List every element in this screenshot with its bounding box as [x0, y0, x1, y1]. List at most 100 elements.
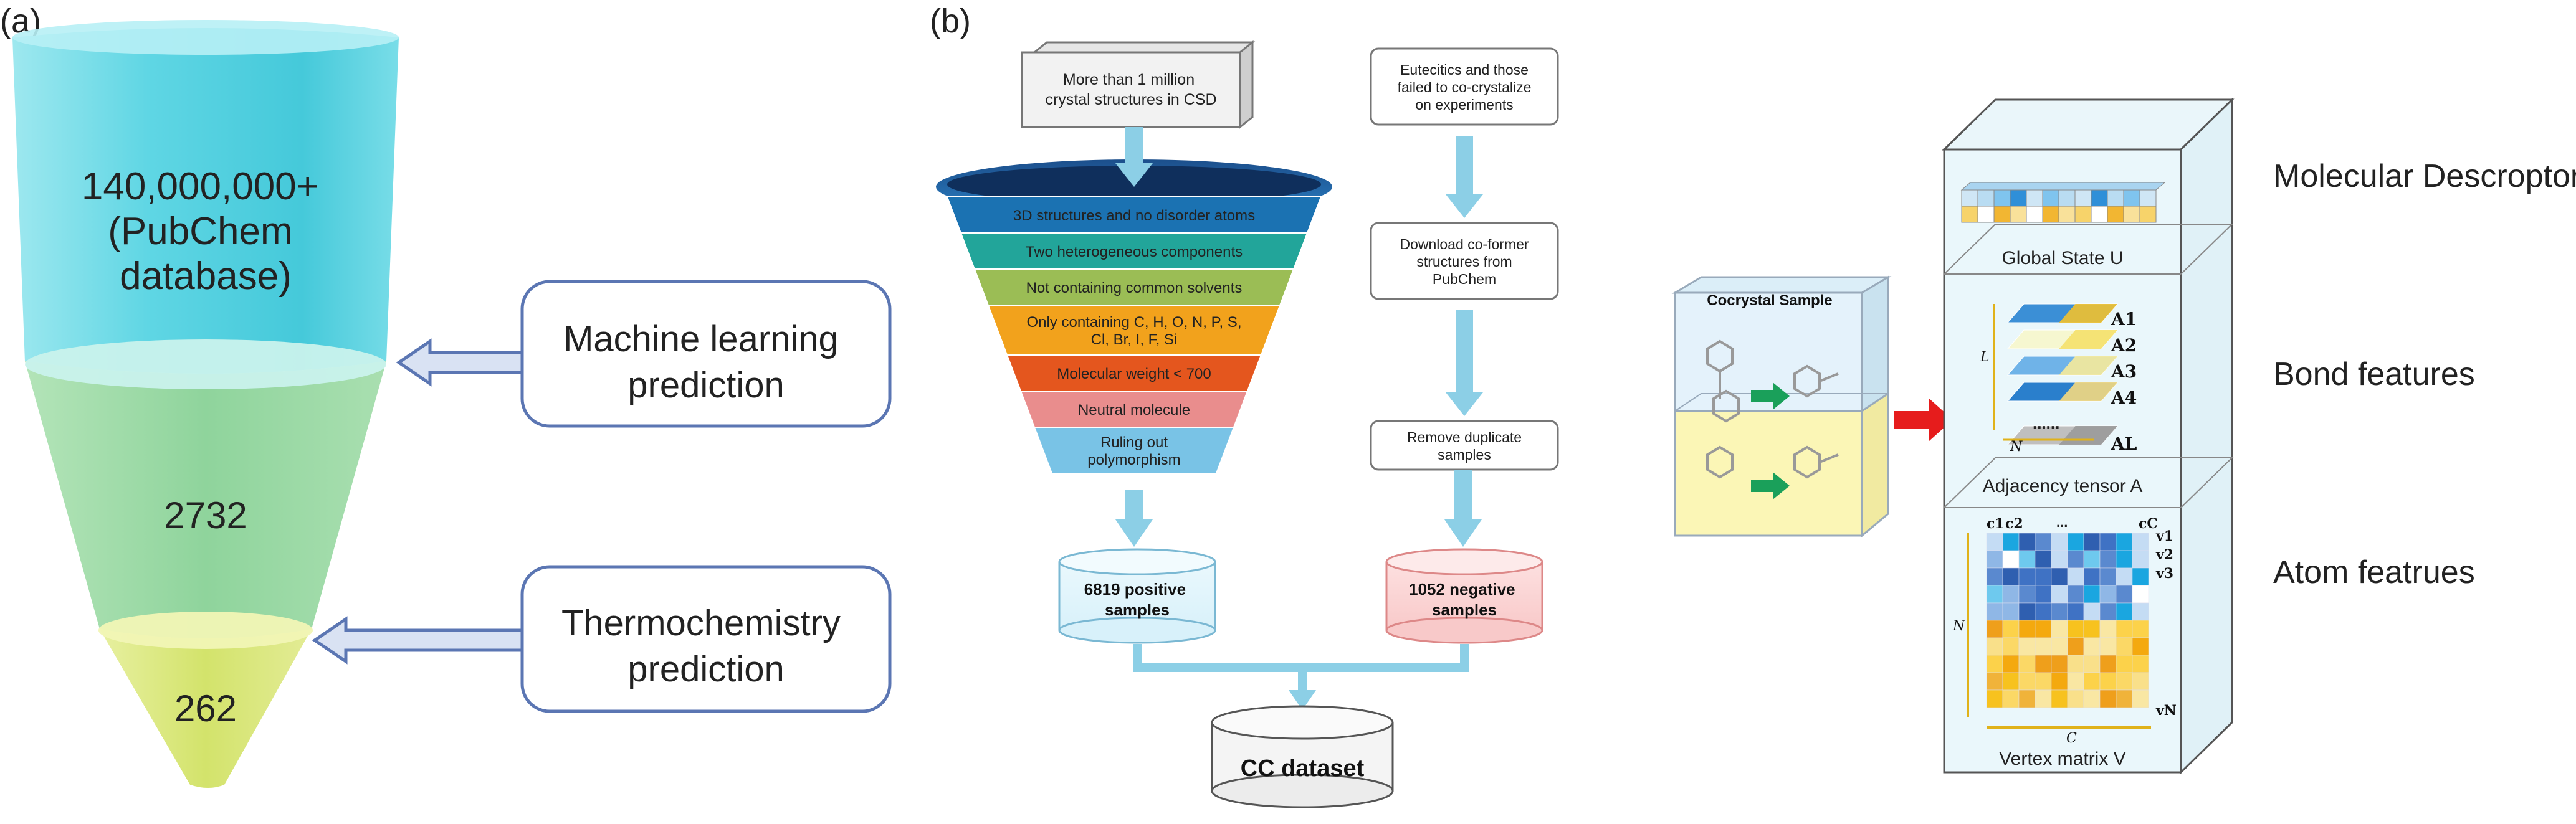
vertex-cell — [2099, 620, 2117, 638]
tier-top-line-3: database) — [120, 255, 292, 298]
vertex-cell — [2132, 689, 2149, 708]
vertex-cell — [2051, 533, 2068, 551]
tier-top-label: 140,000,000+ (PubChem database) — [82, 165, 330, 298]
vertex-cell — [2002, 672, 2020, 691]
vertex-cell — [2116, 655, 2133, 673]
neg-step-1-text-2: failed to co-crystalize — [1398, 79, 1532, 95]
global-vec-cell-top — [2091, 189, 2108, 207]
thermo-callout-box — [520, 565, 892, 713]
adj-dots: ...... — [2033, 414, 2059, 432]
vertex-cell — [2051, 620, 2068, 638]
vertex-cell — [1986, 620, 2003, 638]
vertex-cell — [2116, 689, 2133, 708]
vertex-c2: c2 — [2005, 516, 2023, 532]
funnel-layer-5-text-1: Molecular weight < 700 — [1057, 366, 1211, 382]
adjacency-layer-accent-4 — [2059, 382, 2117, 401]
vertex-cell — [2067, 550, 2084, 569]
vertex-cell — [2035, 550, 2052, 569]
neg-step-1-text-3: on experiments — [1415, 97, 1513, 113]
global-vec-cell-bottom — [2107, 206, 2124, 223]
vertex-cdots: ... — [2056, 514, 2068, 530]
negative-samples-cylinder — [1385, 548, 1543, 644]
funnel-layer-6-text-1: Neutral molecule — [1078, 402, 1190, 419]
cc-dataset-text: CC dataset — [1241, 755, 1365, 782]
positive-line-2: samples — [1105, 600, 1170, 619]
vertex-cell — [2116, 672, 2133, 691]
adjacency-layer-accent-3 — [2059, 356, 2117, 375]
vertex-cell — [2083, 672, 2101, 691]
global-state-vector — [1960, 182, 2166, 223]
negative-samples-text: 1052 negative samples — [1409, 580, 1520, 619]
funnel-layer-2-text-1: Two heterogeneous components — [1026, 244, 1243, 260]
funnel-layer-4-text-1: Only containing C, H, O, N, P, S, — [1026, 314, 1241, 331]
vertex-cell — [2067, 672, 2084, 691]
vertex-cell — [2035, 567, 2052, 586]
neg-step-3-text-2: samples — [1438, 447, 1491, 463]
vertex-cell — [2002, 550, 2020, 569]
adjacency-layers — [1993, 303, 2119, 445]
vertex-cell — [2099, 689, 2117, 708]
global-vec-cell-bottom — [2010, 206, 2027, 223]
global-vec-cell-top — [1977, 189, 1995, 207]
ml-callout-line-1: Machine learning — [563, 319, 839, 359]
vertex-dim-n: N — [1952, 618, 1965, 634]
vertex-cell — [2083, 655, 2101, 673]
tier-top-line-2: (PubChem — [108, 210, 292, 253]
vertex-cell — [2116, 585, 2133, 604]
global-vec-top-face — [1960, 182, 2166, 191]
vertex-cell — [2099, 672, 2117, 691]
negative-line-2: samples — [1432, 600, 1497, 619]
funnel-to-positive-arrow — [1115, 490, 1153, 547]
vertex-cell — [2051, 655, 2068, 673]
vertex-cell — [2132, 602, 2149, 621]
vertex-cell — [2002, 602, 2020, 621]
vertex-cell — [2018, 550, 2036, 569]
vertex-cell — [2116, 637, 2133, 656]
positive-samples-cylinder — [1058, 548, 1216, 644]
vertex-vn: vN — [2155, 703, 2177, 719]
global-vec-cell-top — [2010, 189, 2027, 207]
vertex-cell — [2002, 567, 2020, 586]
funnel-layer-3-text-1: Not containing common solvents — [1026, 280, 1243, 296]
vertex-cell — [2132, 655, 2149, 673]
global-vec-cell-top — [2123, 189, 2140, 207]
adj-a3: A3 — [2111, 361, 2137, 382]
cone-tier-middle — [25, 361, 386, 638]
vertex-cell — [2132, 637, 2149, 656]
neg-step-2-text-1: Download co-former — [1400, 236, 1529, 252]
neg-arrow-head-2 — [1446, 392, 1483, 416]
vertex-cell — [1986, 585, 2003, 604]
vertex-cell — [2083, 533, 2101, 551]
neg-step-box-2 — [1370, 222, 1559, 300]
vertex-cell — [2018, 689, 2036, 708]
vertex-cell — [2018, 672, 2036, 691]
side-label-atom: Atom featrues — [2273, 554, 2475, 590]
vertex-cell — [2002, 533, 2020, 551]
vertex-cell — [2116, 567, 2133, 586]
funnel-layer-4-text-2: Cl, Br, I, F, Si — [1091, 331, 1178, 348]
vertex-cell — [2067, 533, 2084, 551]
vertex-cell — [2018, 533, 2036, 551]
funnel-layer-7 — [1033, 427, 1235, 474]
neg-step-1-text-1: Eutecitics and those — [1400, 62, 1529, 78]
global-vec-cell-bottom — [1961, 206, 1978, 223]
vertex-cell — [2132, 585, 2149, 604]
global-vec-cell-bottom — [1993, 206, 2011, 223]
global-vec-cell-top — [2139, 189, 2157, 207]
adj-al: AL — [2111, 433, 2137, 454]
tier-middle-label: 2732 — [164, 495, 247, 536]
vertex-cell — [2002, 689, 2020, 708]
vertex-cell — [1986, 689, 2003, 708]
side-label-bond: Bond features — [2273, 356, 2475, 392]
adj-dim-n: N — [2010, 439, 2023, 455]
vertex-cell — [1986, 533, 2003, 551]
vertex-cell — [2018, 585, 2036, 604]
thermo-callout-line-1: Thermochemistry — [561, 603, 841, 643]
vertex-cell — [2035, 672, 2052, 691]
neg-step-3-text-1: Remove duplicate — [1407, 429, 1522, 445]
neg-arrow-shaft-2 — [1456, 310, 1473, 394]
cocrystal-title: Cocrystal Sample — [1707, 292, 1832, 309]
vertex-cell — [2083, 602, 2101, 621]
